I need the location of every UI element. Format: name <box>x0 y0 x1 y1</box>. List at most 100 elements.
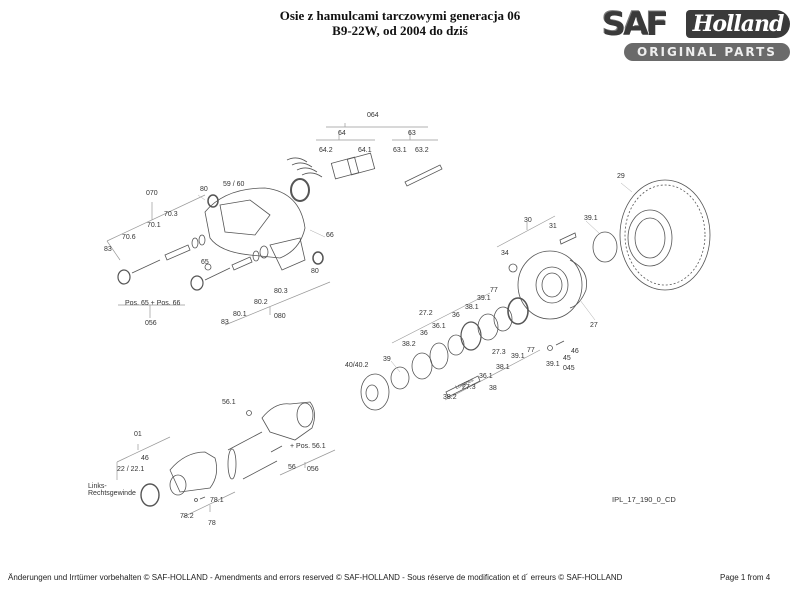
part-label-064: 064 <box>367 112 379 119</box>
part-label-80-bottom: 80 <box>311 268 319 275</box>
logo-holland-text: Holland <box>686 10 790 38</box>
part-label-36-upper: 36 <box>452 312 460 319</box>
part-label-80-3: 80.3 <box>274 288 288 295</box>
bracket-070 <box>106 194 206 261</box>
logo-tagline: ORIGINAL PARTS <box>624 43 790 61</box>
drawing-code: IPL_17_190_0_CD <box>612 495 676 504</box>
part-label-27-3-upper: 27.3 <box>492 349 506 356</box>
part-label-83-left: 83 <box>104 246 112 253</box>
document-title: Osie z hamulcami tarczowymi generacja 06… <box>250 8 550 38</box>
part-label-36-1-lower: 36.1 <box>479 373 493 380</box>
part-label-64: 64 <box>338 130 346 137</box>
part-label-22-22-1: 22 / 22.1 <box>117 466 145 473</box>
wheel-nut <box>508 263 518 273</box>
bracket-056-top <box>118 304 185 318</box>
part-label-38-1-lower: 38.1 <box>496 364 510 371</box>
bolt-78 <box>194 496 206 502</box>
caliper-housing <box>204 178 324 271</box>
part-label-links: Links- <box>88 483 107 490</box>
part-label-46-left: 46 <box>141 455 149 462</box>
logo-wordmark: SAF Holland <box>598 5 794 43</box>
part-label-39-1-upper: 39.1 <box>584 215 598 222</box>
part-label-39-1-right: 39.1 <box>546 361 560 368</box>
part-label-63-1: 63.1 <box>393 147 407 154</box>
part-label-80-top: 80 <box>200 186 208 193</box>
lower-caliper-bracket <box>261 401 315 441</box>
bearing-rings <box>390 297 529 390</box>
part-label-070: 070 <box>146 190 158 197</box>
part-label-70-6: 70.6 <box>122 234 136 241</box>
part-label-59-60: 59 / 60 <box>223 181 245 188</box>
part-label-77-lower: 77 <box>527 347 535 354</box>
part-label-38-1-upper: 38.1 <box>465 304 479 311</box>
part-label-70-3: 70.3 <box>164 211 178 218</box>
part-label-78-2: 78.2 <box>180 513 194 520</box>
part-label-27-2: 27.2 <box>419 310 433 317</box>
bracket-056-lower <box>279 449 336 476</box>
title-line-1: Osie z hamulcami tarczowymi generacja 06 <box>279 8 521 23</box>
footer-disclaimer: Änderungen und Irrtümer vorbehalten © SA… <box>8 573 623 582</box>
page-indicator: Page 1 from 4 <box>720 573 771 582</box>
part-label-40-40-2: 40/40.2 <box>345 362 369 369</box>
part-label-63: 63 <box>408 130 416 137</box>
bracket-bearings-lower <box>444 349 541 401</box>
bracket-30 <box>496 215 556 248</box>
adjuster-parts-080 <box>190 245 269 291</box>
part-label-pos-56-1: + Pos. 56.1 <box>290 443 326 450</box>
part-label-39: 39 <box>383 356 391 363</box>
part-label-65: 65 <box>201 259 209 266</box>
o-ring <box>592 231 618 263</box>
bracket-080 <box>224 281 331 326</box>
part-label-77-upper: 77 <box>490 287 498 294</box>
part-label-36-lower: 36 <box>420 330 428 337</box>
part-label-27: 27 <box>590 322 598 329</box>
part-label-27-3-lower: 27.3 <box>462 384 476 391</box>
part-label-29: 29 <box>617 173 625 180</box>
wheel-hub <box>517 250 588 320</box>
part-label-056-upper: 056 <box>145 320 157 327</box>
part-label-39-1-mid: 39.1 <box>477 295 491 302</box>
part-label-38-2-upper: 38.2 <box>402 341 416 348</box>
hub-cap <box>360 373 390 411</box>
logo-saf-text: SAF <box>602 5 669 43</box>
part-label-38: 38 <box>489 385 497 392</box>
part-label-34: 34 <box>501 250 509 257</box>
part-label-78-1: 78.1 <box>210 497 224 504</box>
part-label-80-2: 80.2 <box>254 299 268 306</box>
part-label-64-1: 64.1 <box>358 147 372 154</box>
bracket-01 <box>116 436 171 480</box>
part-label-66: 66 <box>326 232 334 239</box>
part-label-056-lower: 056 <box>307 466 319 473</box>
part-label-01: 01 <box>134 431 142 438</box>
part-label-39-1-lower: 39.1 <box>511 353 525 360</box>
adjuster-parts-070 <box>117 234 206 285</box>
part-label-36-1-upper: 36.1 <box>432 323 446 330</box>
part-label-80-1: 80.1 <box>233 311 247 318</box>
bracket-bearings-upper <box>391 292 491 344</box>
part-label-56: 56 <box>288 464 296 471</box>
part-label-83-bottom: 83 <box>221 319 229 326</box>
bracket-064 <box>316 123 438 141</box>
axle-tube <box>227 431 278 480</box>
part-label-080: 080 <box>274 313 286 320</box>
part-label-56-1: 56.1 <box>222 399 236 406</box>
part-label-31: 31 <box>549 223 557 230</box>
part-label-46-right: 46 <box>571 348 579 355</box>
part-label-70-1: 70.1 <box>147 222 161 229</box>
part-label-pos-65-66: Pos. 65 + Pos. 66 <box>125 300 181 307</box>
spacer-box <box>445 375 481 398</box>
wheel-stud <box>559 232 577 245</box>
pad-retainer <box>404 164 443 187</box>
brake-pad-springs <box>286 157 323 178</box>
bolt-56-1 <box>246 410 283 453</box>
part-label-63-2: 63.2 <box>415 147 429 154</box>
brake-disc <box>619 179 711 291</box>
bolt-045 <box>547 340 565 351</box>
part-label-rechtsgewinde: Rechtsgewinde <box>88 490 136 497</box>
bracket-78 <box>182 491 236 518</box>
part-label-78: 78 <box>208 520 216 527</box>
part-label-045: 045 <box>563 365 575 372</box>
part-label-38-2-lower: 38.2 <box>443 394 457 401</box>
brake-pads <box>330 152 376 180</box>
